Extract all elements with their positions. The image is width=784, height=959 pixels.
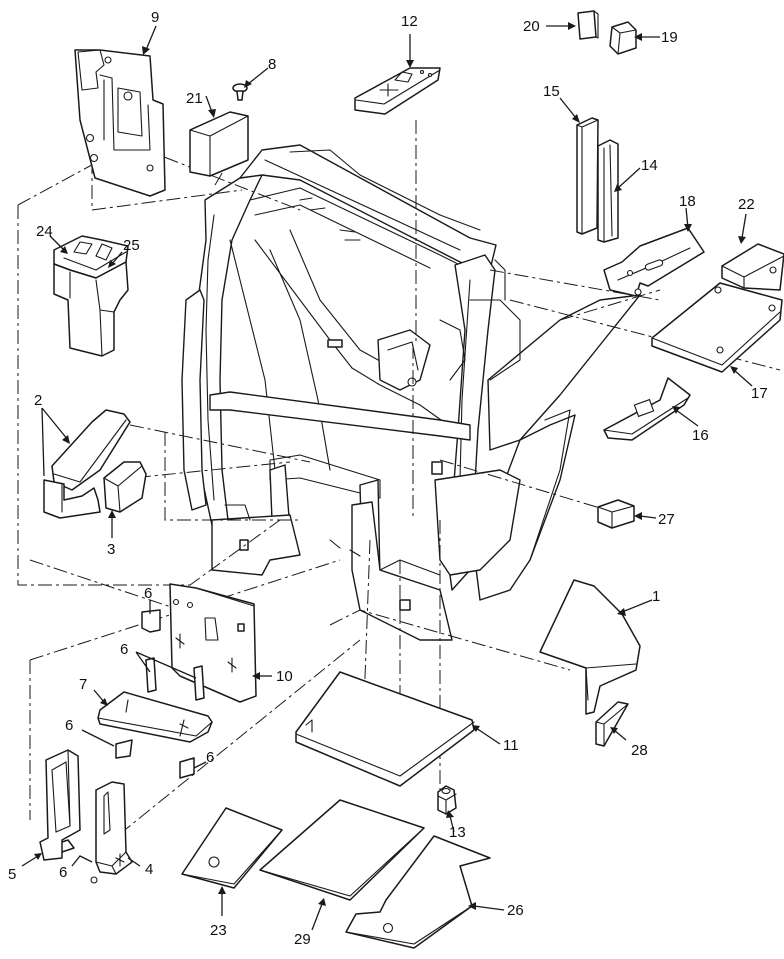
part-4-bracket — [90, 781, 133, 884]
callout-labels: 9 8 21 12 20 19 15 14 18 22 24 25 17 2 1… — [8, 9, 768, 948]
part-5-bracket — [39, 749, 81, 861]
part-21-block — [189, 111, 249, 177]
callout-3: 3 — [107, 541, 115, 558]
callout-13: 13 — [449, 824, 466, 841]
part-14-channel — [597, 139, 619, 243]
part-20-small-block — [577, 10, 599, 40]
callout-6a: 6 — [144, 585, 152, 602]
part-18-plate — [603, 227, 705, 297]
callout-28: 28 — [631, 742, 648, 759]
part-19-cube — [609, 21, 637, 55]
callout-15: 15 — [543, 83, 560, 100]
callout-24: 24 — [36, 223, 53, 240]
part-15-strip — [576, 117, 599, 235]
callout-21: 21 — [186, 90, 203, 107]
callout-leaders — [21, 22, 753, 931]
callout-6c: 6 — [65, 717, 73, 734]
callout-2: 2 — [34, 392, 42, 409]
callout-19: 19 — [661, 29, 678, 46]
callout-16: 16 — [692, 427, 709, 444]
callout-7: 7 — [79, 676, 87, 693]
part-12-top-plate — [354, 67, 441, 115]
callout-12: 12 — [401, 13, 418, 30]
part-29-mat — [259, 799, 425, 901]
part-17-plate — [651, 282, 783, 373]
callout-5: 5 — [8, 866, 16, 883]
part-7-bar — [97, 691, 213, 743]
callout-8: 8 — [268, 56, 276, 73]
callout-11: 11 — [503, 737, 519, 754]
callout-23: 23 — [210, 922, 227, 939]
callout-20: 20 — [523, 18, 540, 35]
callout-9: 9 — [151, 9, 159, 26]
callout-10: 10 — [276, 668, 293, 685]
part-27-block — [597, 499, 635, 529]
part-9-rear-panel — [74, 49, 166, 197]
callout-26: 26 — [507, 902, 524, 919]
callout-29: 29 — [294, 931, 311, 948]
callout-17: 17 — [751, 385, 768, 402]
callout-6d: 6 — [206, 749, 214, 766]
part-10-plate — [169, 583, 257, 703]
cab-frame — [181, 144, 641, 641]
part-13-nut — [437, 785, 457, 815]
part-11-mat — [295, 671, 475, 787]
part-8-bolt — [232, 83, 248, 101]
part-16-plate — [603, 377, 691, 441]
part-23-mat — [181, 807, 283, 889]
callout-4: 4 — [145, 861, 153, 878]
part-1-side-panel — [539, 579, 641, 715]
part-24-cap — [53, 235, 129, 279]
part-3-pad — [103, 461, 147, 513]
part-2-cover — [43, 409, 131, 519]
callout-6f: 6 — [59, 864, 67, 881]
callout-18: 18 — [679, 193, 696, 210]
callout-14: 14 — [641, 157, 658, 174]
callout-22: 22 — [738, 196, 755, 213]
callout-25: 25 — [123, 237, 140, 254]
callout-1: 1 — [652, 588, 660, 605]
part-28-pad — [595, 701, 629, 747]
callout-27: 27 — [658, 511, 675, 528]
part-22-small-plate — [721, 243, 784, 291]
part-26-mat — [345, 835, 491, 949]
part-6-shims — [49, 609, 205, 855]
part-25-body — [53, 261, 129, 357]
callout-6b: 6 — [120, 641, 128, 658]
